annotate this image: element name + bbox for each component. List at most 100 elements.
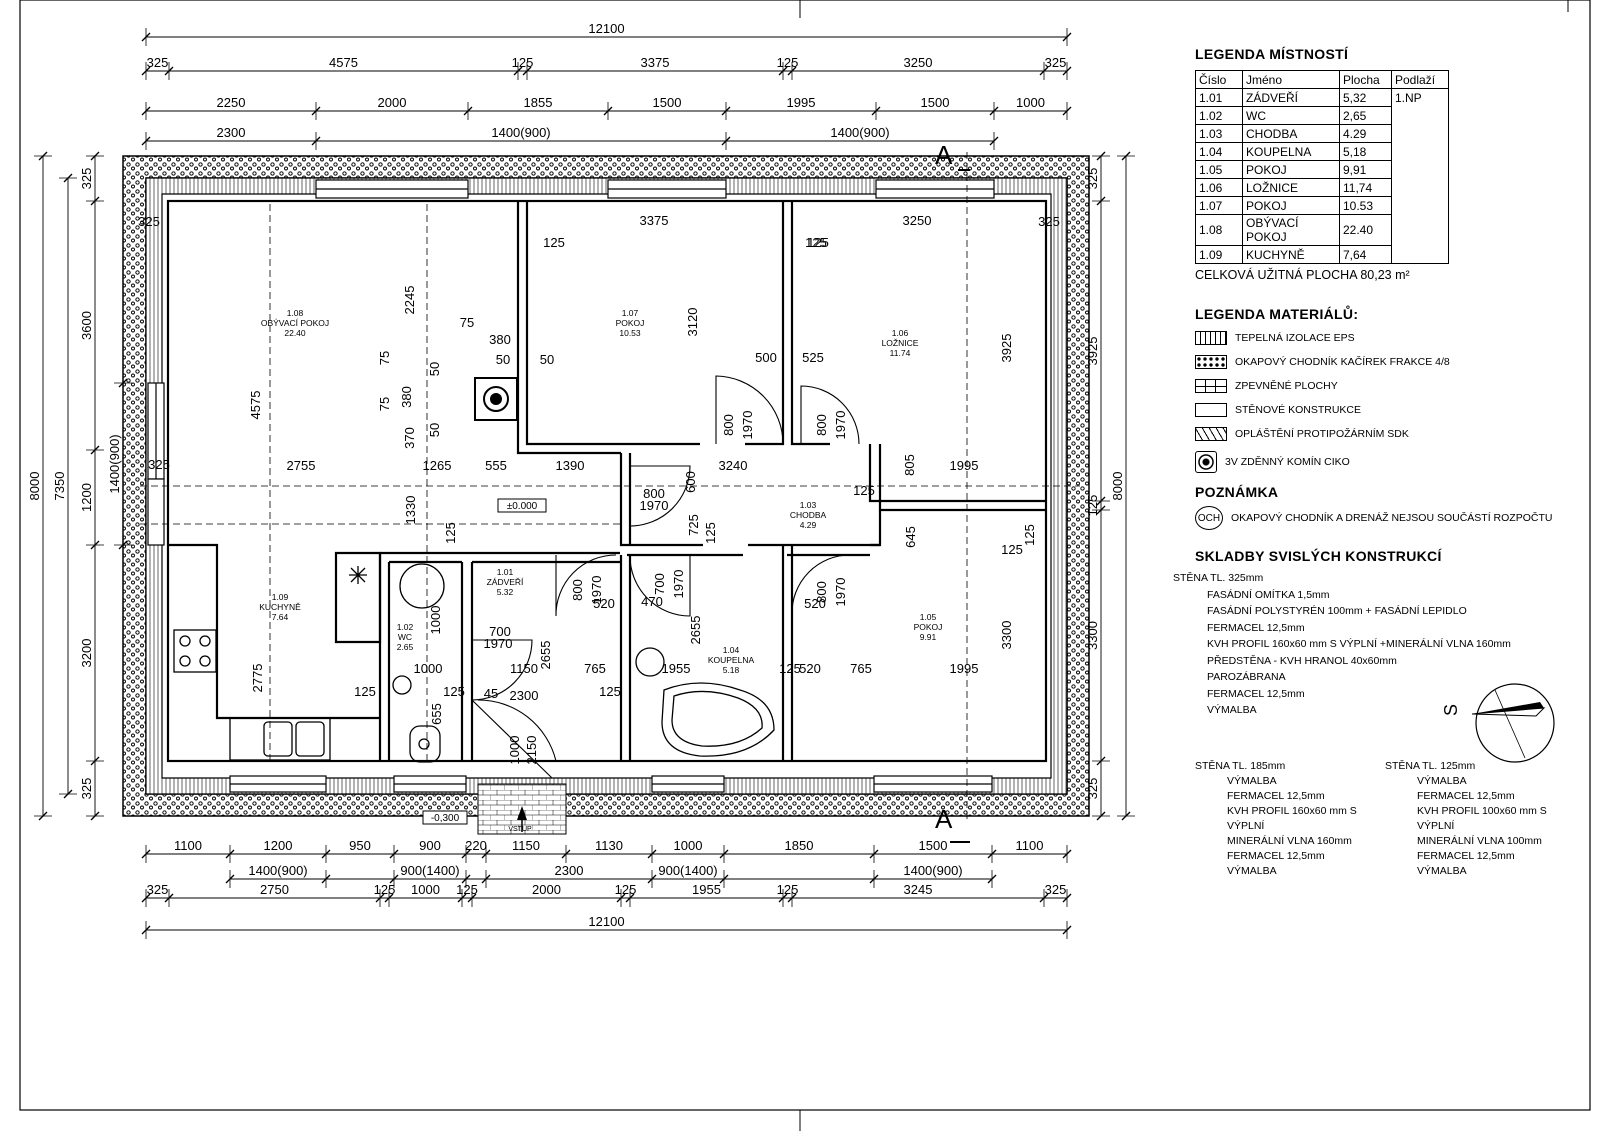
inner-dim-label: 325	[1038, 214, 1060, 229]
inner-dim-label: 125	[443, 522, 458, 544]
dim-tick	[481, 849, 491, 859]
table-cell: LOŽNICE	[1242, 178, 1340, 197]
dim-label: 1100	[1016, 838, 1044, 853]
inner-dim-label: 800	[814, 581, 829, 603]
table-cell: 1.07	[1195, 196, 1243, 215]
dim-tick	[461, 874, 471, 884]
inner-dim-label: 3240	[719, 458, 748, 473]
room-name: POKOJ	[616, 318, 645, 328]
inner-dim-label: 1995	[950, 661, 979, 676]
table-cell	[1391, 124, 1449, 143]
dim-label: 4575	[329, 55, 358, 70]
inner-dim-label: 765	[850, 661, 872, 676]
inner-dim-label: 1970	[740, 411, 755, 440]
dim-label: 325	[147, 882, 169, 897]
room-area: 4.29	[800, 520, 817, 530]
inner-dim-label: 1265	[423, 458, 452, 473]
inner-dim-label: 645	[903, 526, 918, 548]
compositions-title: SKLADBY SVISLÝCH KONSTRUKCÍ	[1195, 548, 1442, 564]
layer-item: FERMACEL 12,5mm	[1227, 789, 1325, 802]
material-item: 3V ZDĚNNÝ KOMÍN CIKO	[1195, 451, 1590, 473]
dim-label: 1500	[921, 95, 950, 110]
inner-dim-label: 50	[427, 362, 442, 376]
inner-dim-label: 800	[721, 414, 736, 436]
room-name: POKOJ	[914, 622, 943, 632]
floor-level-tag: ±0.000	[497, 498, 547, 513]
dim-label: 1400(900)	[248, 863, 307, 878]
layer-item: VÝMALBA	[1227, 864, 1277, 877]
table-cell: 5,18	[1339, 142, 1392, 161]
inner-dim-label: 4575	[248, 391, 263, 420]
inner-dim-label: 2245	[402, 286, 417, 315]
dim-tick	[1096, 756, 1106, 766]
dim-label: 1500	[653, 95, 682, 110]
outside-level-tag: -0,300	[422, 810, 468, 825]
room-area: 22.40	[284, 328, 306, 338]
inner-dim-label: 500	[755, 350, 777, 365]
dim-tick	[778, 66, 788, 76]
inner-dim-label: 75	[460, 315, 474, 330]
inner-dim-label: 600	[683, 471, 698, 493]
dim-tick	[721, 106, 731, 116]
inner-dim-label: 1970	[640, 498, 669, 513]
table-cell: 1.NP	[1391, 88, 1449, 107]
dim-tick	[869, 849, 879, 859]
layer-item: FASÁDNÍ POLYSTYRÉN 100mm + FASÁDNÍ LEPID…	[1207, 605, 1467, 617]
dim-label: 1850	[785, 838, 814, 853]
inner-dim-label: 125	[807, 235, 829, 250]
room-number: 1.02	[397, 622, 414, 632]
material-label: TEPELNÁ IZOLACE EPS	[1235, 332, 1355, 344]
room-area: 5.32	[497, 587, 514, 597]
dim-tick	[721, 136, 731, 146]
inner-dim-label: 1390	[556, 458, 585, 473]
material-label: ZPEVNĚNÉ PLOCHY	[1235, 380, 1338, 392]
inner-dim-label: 125	[354, 684, 376, 699]
dim-tick	[38, 151, 48, 161]
dim-tick	[787, 893, 797, 903]
dim-tick	[463, 106, 473, 116]
dim-tick	[311, 106, 321, 116]
room-name: LOŽNICE	[882, 338, 919, 348]
dim-label: 950	[349, 838, 371, 853]
layer-item: KVH PROFIL 160x60 mm S VÝPLNÍ +MINERÁLNÍ…	[1207, 638, 1511, 650]
inner-dim-label: 325	[138, 214, 160, 229]
inner-dim-label: 1970	[833, 411, 848, 440]
dim-label: 1000	[1016, 95, 1045, 110]
dim-tick	[719, 874, 729, 884]
table-cell	[1391, 106, 1449, 125]
svg-text:S: S	[1441, 704, 1461, 716]
inner-dim-label: 700	[652, 573, 667, 595]
room-name: KUCHYNĚ	[259, 602, 301, 612]
dim-tick	[141, 893, 151, 903]
dim-label: 125	[777, 882, 799, 897]
dim-label: 2300	[217, 125, 246, 140]
room-number: 1.06	[892, 328, 909, 338]
table-cell: 9,91	[1339, 160, 1392, 179]
inner-dim-label: 75	[377, 351, 392, 365]
dim-label: 125	[615, 882, 637, 897]
inner-dim-label: 2775	[250, 664, 265, 693]
dim-label: 325	[79, 778, 94, 800]
dim-tick	[513, 66, 523, 76]
dim-tick	[871, 106, 881, 116]
inner-dim-label: 805	[902, 454, 917, 476]
dim-label: 1500	[919, 838, 948, 853]
inner-dim-label: 555	[485, 458, 507, 473]
room-number: 1.01	[497, 567, 514, 577]
dim-label: 12100	[588, 914, 624, 929]
inner-dim-label: 2300	[510, 688, 539, 703]
table-cell: 4.29	[1339, 124, 1392, 143]
room-name: OBÝVACÍ POKOJ	[261, 318, 329, 328]
dim-tick	[461, 849, 471, 859]
dim-label: 1400(900)	[107, 434, 122, 493]
dim-tick	[1062, 106, 1072, 116]
table-cell	[1391, 142, 1449, 161]
room-name: KOUPELNA	[708, 655, 755, 665]
